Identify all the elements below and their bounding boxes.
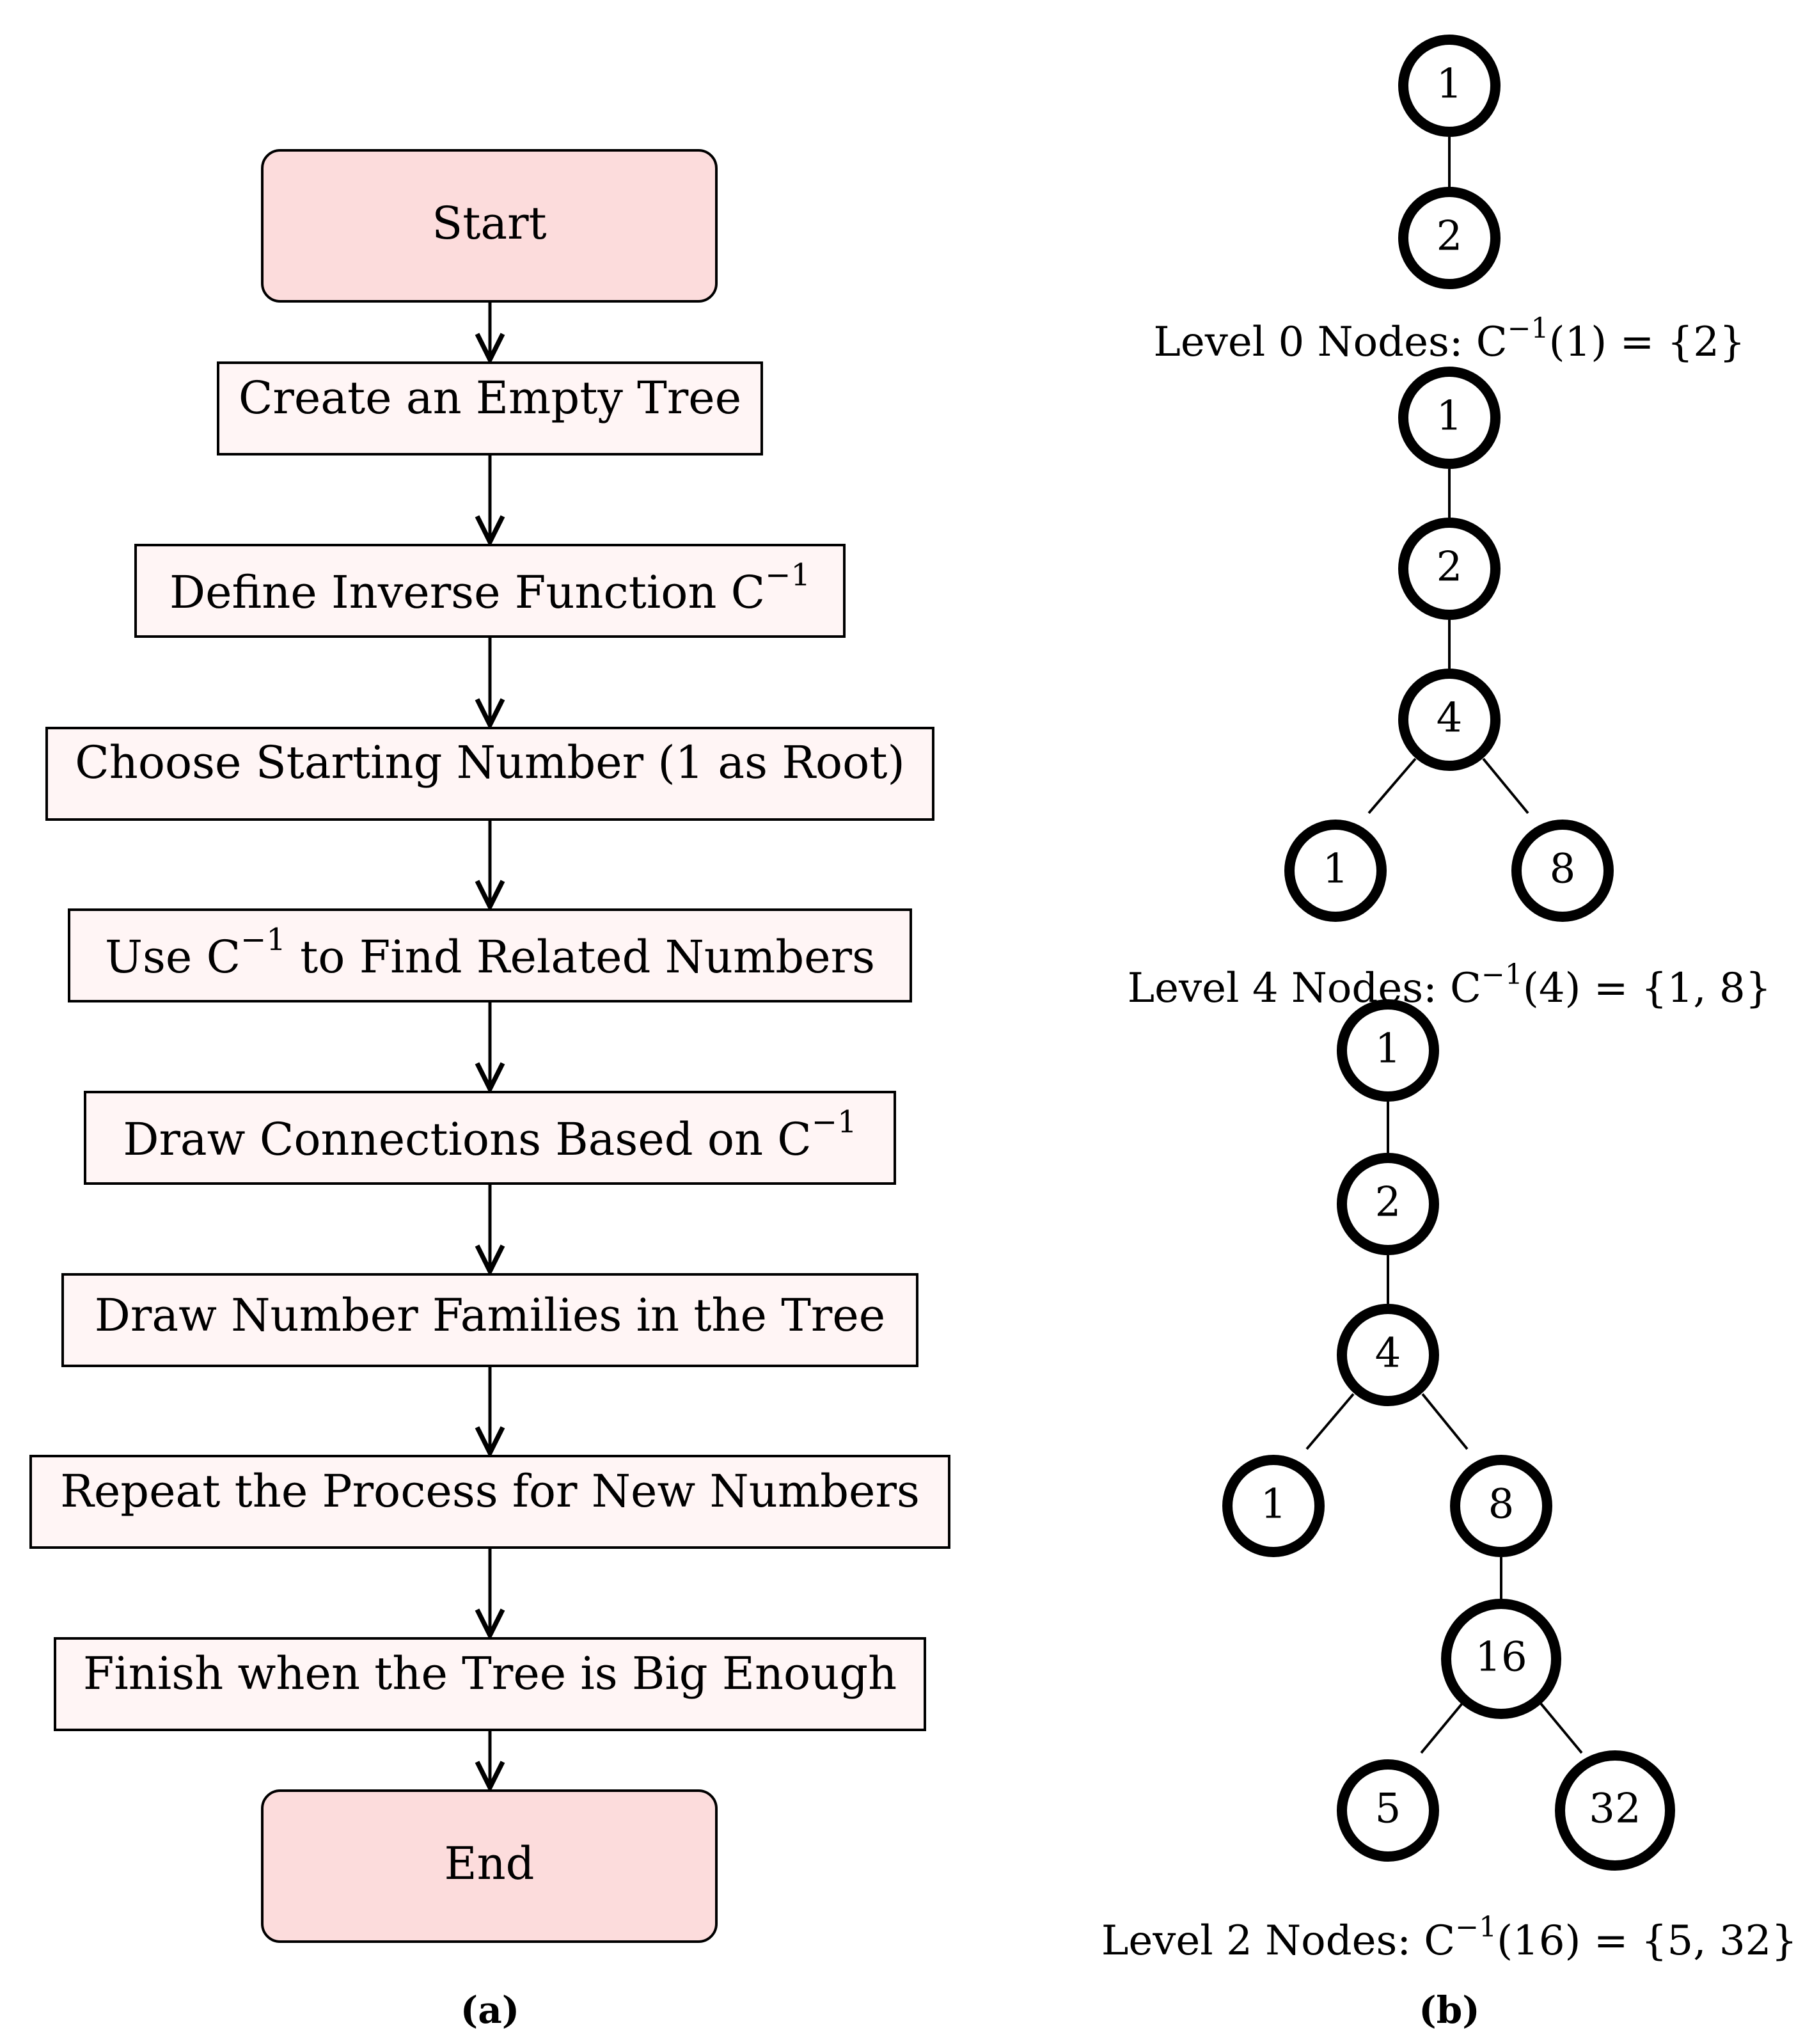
svg-text:4: 4 [1375, 1330, 1401, 1377]
step-label: Use C−1 to Find Related Numbers [105, 922, 875, 984]
flowchart-step-1: Create an Empty Tree [217, 361, 763, 456]
svg-text:4: 4 [1437, 695, 1463, 742]
tree-node: 1 [1337, 999, 1439, 1102]
flowchart-step-7: Repeat the Process for New Numbers [29, 1455, 950, 1549]
end-node: End [261, 1789, 718, 1943]
svg-text:32: 32 [1589, 1786, 1641, 1833]
tree-node: 1 [1222, 1455, 1325, 1557]
svg-text:1: 1 [1437, 393, 1463, 440]
svg-text:2: 2 [1437, 213, 1463, 260]
step-label: Finish when the Tree is Big Enough [83, 1647, 897, 1700]
tree-node: 8 [1450, 1455, 1552, 1557]
tree-diagrams: 1 2 Level 0 Nodes: C−1(1) = {2} 1 2 [1101, 35, 1797, 1965]
svg-text:1: 1 [1261, 1481, 1287, 1528]
start-node: Start [261, 149, 718, 303]
tree-node: 1 [1398, 35, 1501, 137]
svg-text:8: 8 [1488, 1481, 1515, 1528]
flowchart-step-4: Use C−1 to Find Related Numbers [68, 908, 912, 1002]
tree-edge [1420, 1699, 1466, 1754]
tree-node: 8 [1511, 820, 1614, 922]
tree-edge [1305, 1393, 1355, 1450]
svg-text:2: 2 [1375, 1179, 1401, 1226]
tree-level-2: 1 2 4 1 8 16 5 [1101, 999, 1797, 1965]
flowchart-step-2: Define Inverse Function C−1 [134, 544, 846, 638]
svg-text:1: 1 [1375, 1026, 1401, 1073]
svg-text:16: 16 [1475, 1634, 1527, 1681]
tree-node: 1 [1284, 820, 1387, 922]
end-label: End [445, 1837, 535, 1890]
tree-node: 32 [1555, 1750, 1675, 1871]
tree-node: 4 [1337, 1304, 1439, 1406]
flowchart-step-3: Choose Starting Number (1 as Root) [45, 727, 934, 821]
tree-edge [1537, 1699, 1583, 1754]
svg-text:8: 8 [1550, 846, 1576, 893]
svg-text:1: 1 [1437, 61, 1463, 108]
step-label: Repeat the Process for New Numbers [60, 1465, 920, 1517]
tree-edge [1367, 757, 1417, 814]
subfigure-label-b: (b) [1419, 1988, 1479, 2032]
tree-node: 2 [1398, 518, 1501, 620]
svg-text:1: 1 [1323, 846, 1349, 893]
tree-edge [1421, 1393, 1469, 1450]
flowchart-step-6: Draw Number Families in the Tree [61, 1273, 918, 1367]
subfigure-label-a: (a) [461, 1988, 519, 2032]
svg-text:2: 2 [1437, 544, 1463, 591]
start-label: Start [432, 197, 546, 250]
tree-caption: Level 4 Nodes: C−1(4) = {1, 8} [1128, 958, 1772, 1012]
tree-level-0: 1 2 Level 0 Nodes: C−1(1) = {2} [1153, 35, 1745, 366]
step-label: Draw Connections Based on C−1 [123, 1104, 856, 1166]
flowchart-step-8: Finish when the Tree is Big Enough [54, 1637, 926, 1731]
svg-text:5: 5 [1375, 1786, 1401, 1833]
step-label: Draw Number Families in the Tree [95, 1289, 885, 1342]
tree-node: 5 [1337, 1759, 1439, 1862]
tree-caption: Level 0 Nodes: C−1(1) = {2} [1153, 312, 1745, 366]
flowchart: Start Create an Empty Tree Define Invers… [29, 149, 950, 1943]
step-label: Choose Starting Number (1 as Root) [75, 736, 905, 789]
tree-node: 16 [1441, 1599, 1561, 1719]
tree-node: 2 [1337, 1153, 1439, 1255]
tree-caption: Level 2 Nodes: C−1(16) = {5, 32} [1101, 1911, 1797, 1965]
step-label: Create an Empty Tree [239, 372, 741, 424]
flowchart-step-5: Draw Connections Based on C−1 [84, 1091, 896, 1185]
tree-edge [1482, 757, 1529, 814]
tree-node: 2 [1398, 187, 1501, 289]
tree-level-4: 1 2 4 1 8 Level 4 Nodes: C−1(4) = {1, 8} [1128, 367, 1772, 1012]
tree-node: 1 [1398, 367, 1501, 469]
tree-node: 4 [1398, 669, 1501, 771]
step-label: Define Inverse Function C−1 [169, 557, 810, 619]
